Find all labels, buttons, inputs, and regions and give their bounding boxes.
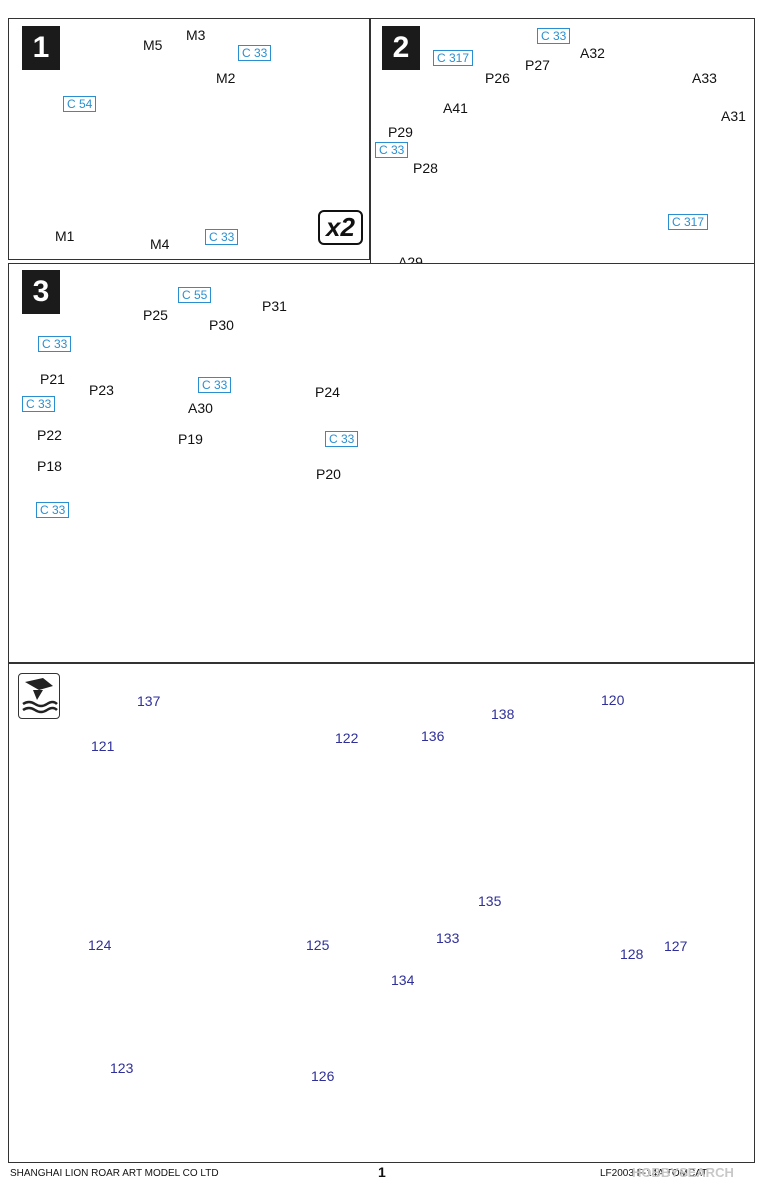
part-p21: P21 [40, 371, 65, 387]
color-callout-c33: C 33 [375, 142, 409, 158]
part-p29: P29 [388, 124, 413, 140]
color-callout-c33: C 33 [537, 28, 571, 44]
decal-135: 135 [478, 893, 502, 909]
color-callout-c317: C 317 [668, 214, 709, 230]
decal-panel [8, 663, 755, 1163]
footer-company: SHANGHAI LION ROAR ART MODEL CO LTD [10, 1168, 219, 1179]
part-m2: M2 [216, 70, 236, 86]
footer-page-number: 1 [378, 1164, 386, 1180]
decal-124: 124 [88, 937, 112, 953]
color-callout-c33: C 33 [205, 229, 239, 245]
part-a33: A33 [692, 70, 717, 86]
part-p22: P22 [37, 427, 62, 443]
part-p20: P20 [316, 466, 341, 482]
part-p23: P23 [89, 382, 114, 398]
footer-kit-code: LF2003 F-14A TOMCAT [600, 1168, 708, 1179]
decal-121: 121 [91, 738, 115, 754]
step1-panel [8, 18, 370, 260]
part-m3: M3 [186, 27, 206, 43]
color-callout-c33: C 33 [325, 431, 359, 447]
part-a30: A30 [188, 400, 213, 416]
decal-122: 122 [335, 730, 359, 746]
part-a31: A31 [721, 108, 746, 124]
decal-137: 137 [137, 693, 161, 709]
decal-127: 127 [664, 938, 688, 954]
color-callout-c317: C 317 [433, 50, 474, 66]
decal-icon [18, 673, 60, 719]
part-m1: M1 [55, 228, 75, 244]
decal-136: 136 [421, 728, 445, 744]
step3-panel [8, 263, 755, 663]
color-callout-c55: C 55 [178, 287, 212, 303]
part-p27: P27 [525, 57, 550, 73]
part-p24: P24 [315, 384, 340, 400]
color-callout-c33: C 33 [36, 502, 70, 518]
water-slide-decal-icon [22, 678, 58, 714]
step1-number: 1 [22, 26, 60, 70]
decal-126: 126 [311, 1068, 335, 1084]
color-callout-c54: C 54 [63, 96, 97, 112]
decal-138: 138 [491, 706, 515, 722]
part-p25: P25 [143, 307, 168, 323]
color-callout-c33: C 33 [198, 377, 232, 393]
decal-125: 125 [306, 937, 330, 953]
color-callout-c33: C 33 [38, 336, 72, 352]
decal-133: 133 [436, 930, 460, 946]
part-m5: M5 [143, 37, 163, 53]
part-m4: M4 [150, 236, 170, 252]
watermark: HOBBYSEARCH [632, 1165, 734, 1180]
color-callout-c33: C 33 [238, 45, 272, 61]
part-p28: P28 [413, 160, 438, 176]
quantity-multiplier: x2 [318, 210, 363, 245]
part-a41: A41 [443, 100, 468, 116]
part-p26: P26 [485, 70, 510, 86]
part-a32: A32 [580, 45, 605, 61]
part-p18: P18 [37, 458, 62, 474]
decal-120: 120 [601, 692, 625, 708]
part-p31: P31 [262, 298, 287, 314]
part-p19: P19 [178, 431, 203, 447]
part-p30: P30 [209, 317, 234, 333]
step2-number: 2 [382, 26, 420, 70]
decal-123: 123 [110, 1060, 134, 1076]
step3-number: 3 [22, 270, 60, 314]
decal-134: 134 [391, 972, 415, 988]
decal-128: 128 [620, 946, 644, 962]
color-callout-c33: C 33 [22, 396, 56, 412]
